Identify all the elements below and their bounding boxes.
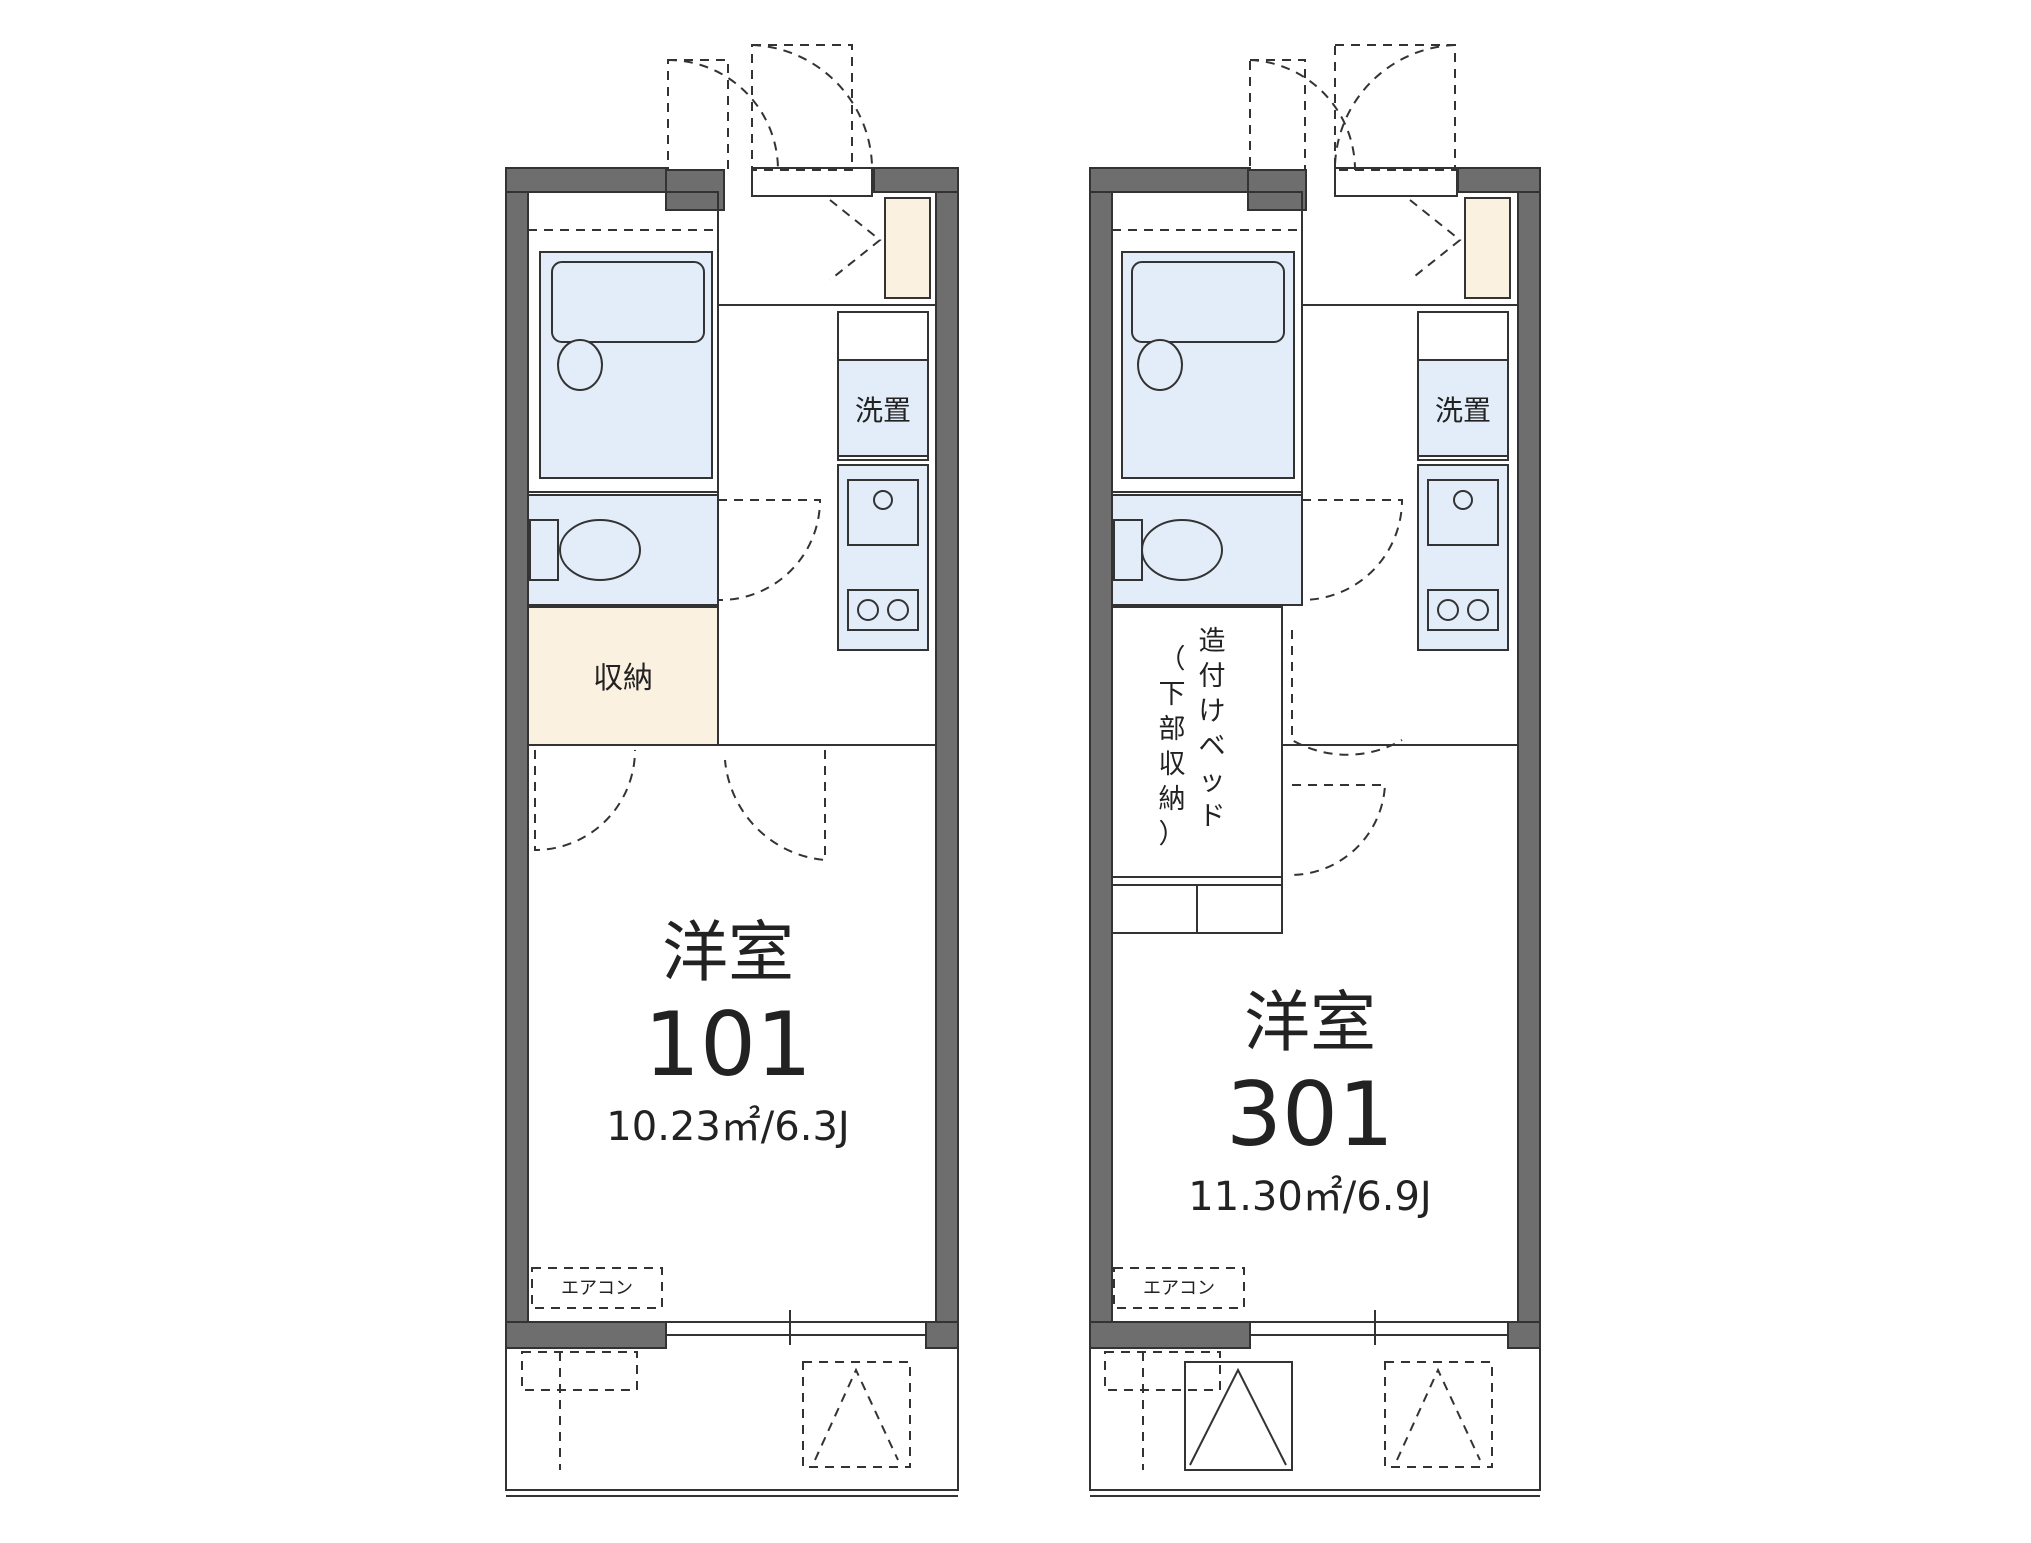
aircon-301: エアコン <box>1113 1267 1245 1309</box>
kitchen-101: 洗置 <box>837 311 929 651</box>
interior-doors-101 <box>534 199 882 862</box>
built-in-bed-301: 造 付 け ベ ッ ド （ 下 部 収 納 ） <box>1111 606 1283 934</box>
shoe-cabinet-301 <box>1464 197 1511 299</box>
storage-101: 収納 <box>527 606 719 746</box>
bed-paren-char: 納 <box>1159 784 1186 815</box>
shoe-cabinet-101 <box>884 197 931 299</box>
window-301 <box>1250 1310 1508 1345</box>
kitchen-301: 洗置 <box>1417 311 1509 651</box>
balcony-301 <box>1089 1348 1541 1497</box>
toilet-301 <box>1111 494 1303 606</box>
room-name: 洋室 <box>662 914 794 991</box>
bed-char: 造 <box>1199 626 1226 657</box>
aircon-101: エアコン <box>531 1267 663 1309</box>
bed-paren-char: （ <box>1159 644 1186 675</box>
aircon-label: エアコン <box>1143 1278 1215 1299</box>
washer-label: 洗置 <box>855 394 911 427</box>
bed-char: け <box>1199 696 1226 727</box>
bed-char: 付 <box>1199 661 1226 692</box>
entrance-door-301 <box>1249 44 1456 171</box>
room-area: 10.23㎡/6.3J <box>606 1104 849 1150</box>
room-number: 101 <box>644 993 812 1096</box>
room-number: 301 <box>1226 1063 1394 1166</box>
washer-label: 洗置 <box>1435 394 1491 427</box>
room-name: 洋室 <box>1244 984 1376 1061</box>
bed-char: ド <box>1199 801 1226 832</box>
partitions-101 <box>528 192 936 746</box>
bed-paren-char: 下 <box>1159 679 1186 710</box>
outer-walls-101 <box>505 167 959 1349</box>
window-101 <box>666 1310 926 1345</box>
bed-paren-char: 収 <box>1159 749 1186 780</box>
storage-label: 収納 <box>593 661 653 696</box>
bed-char: ッ <box>1199 766 1226 797</box>
balcony-101 <box>505 1348 959 1497</box>
room-area: 11.30㎡/6.9J <box>1188 1174 1431 1220</box>
partitions-301 <box>1281 192 1518 933</box>
bathroom-101 <box>527 191 719 493</box>
aircon-label: エアコン <box>561 1278 633 1299</box>
interior-doors-301 <box>1291 199 1462 876</box>
bed-paren-label-column: （ 下 部 収 納 ） <box>1159 644 1186 850</box>
entrance-door-101 <box>667 44 873 171</box>
toilet-101 <box>527 494 719 606</box>
entrance-opening-301 <box>1334 167 1458 197</box>
bed-paren-char: ） <box>1159 819 1186 850</box>
unit-301: 造 付 け ベ ッ ド （ 下 部 収 納 ） 洗置 <box>1089 44 1541 1497</box>
unit-101: 収納 洗置 洋室 101 10.23㎡/6. <box>505 44 959 1497</box>
bed-paren-char: 部 <box>1159 714 1186 745</box>
entrance-opening-101 <box>751 167 873 197</box>
bathroom-301 <box>1111 191 1303 493</box>
bed-char: ベ <box>1199 731 1226 762</box>
bed-label-column: 造 付 け ベ ッ ド <box>1199 626 1226 832</box>
